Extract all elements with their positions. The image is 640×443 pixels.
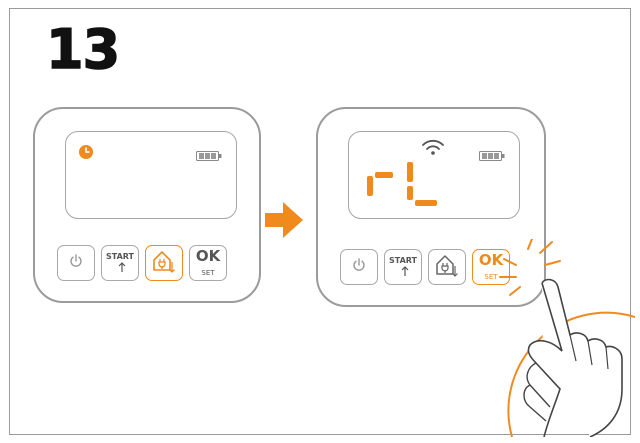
- home-button[interactable]: [428, 249, 466, 285]
- power-button[interactable]: [57, 245, 95, 281]
- ok-label: OK: [195, 247, 221, 265]
- start-label: START: [388, 256, 418, 265]
- device-before-screen: [65, 131, 237, 219]
- start-button[interactable]: START: [384, 249, 422, 285]
- start-label: START: [105, 252, 135, 261]
- ok-button[interactable]: OK SET: [189, 245, 227, 281]
- right-arrow-icon: [265, 202, 303, 242]
- device-before-buttons: START OK SET: [57, 245, 227, 281]
- device-after-buttons: START OK SET: [340, 249, 510, 285]
- start-button[interactable]: START: [101, 245, 139, 281]
- set-label: SET: [201, 269, 215, 277]
- battery-full-icon: [196, 146, 222, 165]
- device-after-screen: [348, 131, 520, 219]
- device-after: START OK SET: [316, 107, 546, 307]
- step-number: 13: [45, 18, 121, 81]
- home-button[interactable]: [145, 245, 183, 281]
- clock-icon: [78, 144, 94, 164]
- device-before: START OK SET: [33, 107, 261, 303]
- set-label: SET: [484, 273, 498, 281]
- up-arrow-icon: [400, 262, 410, 281]
- ok-button[interactable]: OK SET: [472, 249, 510, 285]
- wifi-icon: [421, 138, 445, 160]
- ok-label: OK: [478, 251, 504, 269]
- power-icon: [68, 253, 84, 273]
- house-plug-icon: [433, 251, 461, 283]
- power-icon: [351, 257, 367, 277]
- finger-press-icon: [490, 238, 636, 441]
- instruction-frame: 13: [9, 8, 636, 438]
- segment-display-text: [363, 160, 443, 212]
- battery-full-icon: [479, 146, 505, 165]
- house-plug-icon: [150, 247, 178, 279]
- up-arrow-icon: [117, 258, 127, 277]
- power-button[interactable]: [340, 249, 378, 285]
